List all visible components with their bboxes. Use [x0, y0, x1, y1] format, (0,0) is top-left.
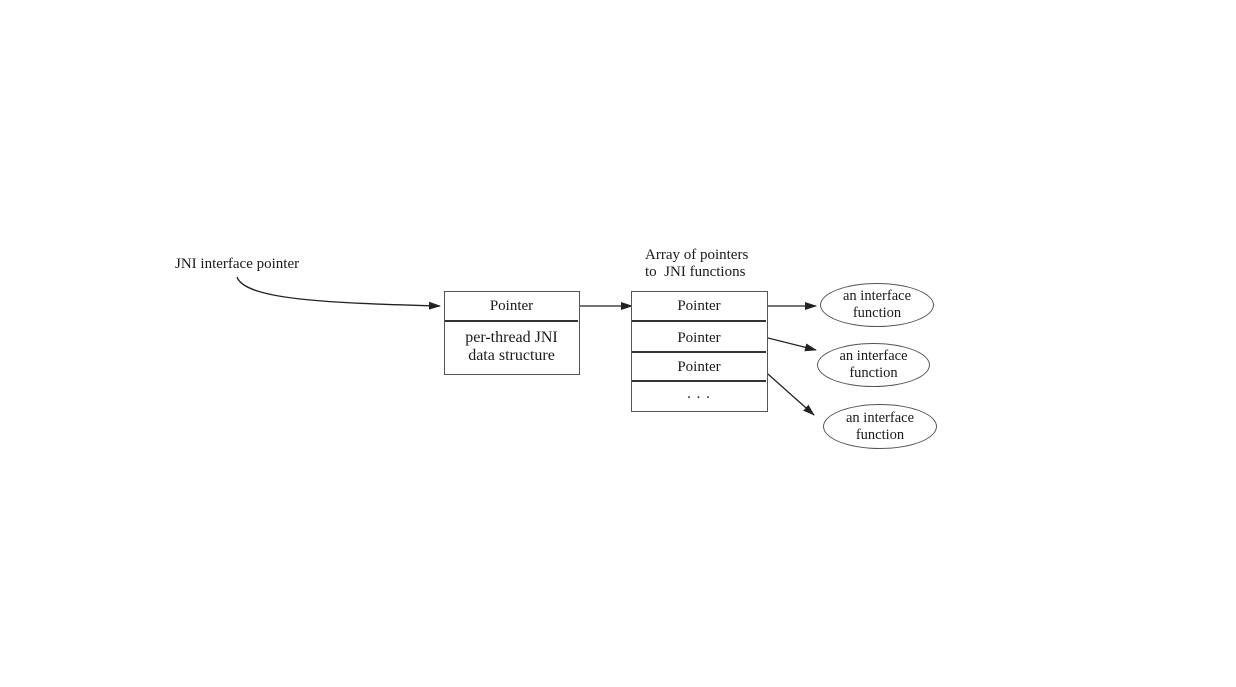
interface-function-1-line1: an interface	[842, 288, 912, 304]
pointer-array-box: Pointer Pointer Pointer . . .	[631, 291, 768, 412]
interface-function-oval-3: an interface function	[823, 404, 937, 449]
per-thread-description: per-thread JNI data structure	[445, 329, 578, 365]
array-title-line1: Array of pointers	[645, 247, 749, 263]
interface-function-oval-1: an interface function	[820, 283, 934, 327]
interface-function-1-line2: function	[852, 305, 902, 321]
array-row-1: Pointer	[632, 292, 766, 322]
array-row2-arrow	[759, 335, 817, 352]
array-row-1-label: Pointer	[677, 298, 721, 314]
per-thread-desc-line2: data structure	[468, 347, 555, 364]
per-thread-structure-box: Pointer per-thread JNI data structure	[444, 291, 580, 375]
array-title-line2: to JNI functions	[645, 264, 746, 280]
interface-function-3-line2: function	[855, 426, 905, 443]
array-title: Array of pointers to JNI functions	[645, 247, 748, 281]
interface-function-2-line1: an interface	[839, 348, 908, 364]
interface-function-3-line1: an interface	[845, 409, 915, 426]
array-ellipsis: . . .	[687, 386, 711, 402]
jni-interface-pointer-label: JNI interface pointer	[175, 256, 300, 272]
per-thread-pointer-label: Pointer	[489, 298, 534, 314]
per-thread-desc-line1: per-thread JNI	[465, 329, 558, 346]
jni-pointer-arrow	[236, 276, 441, 310]
array-ellipsis-row: . . .	[632, 383, 766, 409]
array-row3-arrow	[759, 366, 815, 416]
array-row-3: Pointer	[632, 353, 766, 382]
interface-function-2-line2: function	[849, 365, 898, 381]
interface-function-oval-2: an interface function	[817, 343, 930, 387]
per-thread-pointer-cell: Pointer	[445, 292, 578, 322]
array-row-3-label: Pointer	[677, 359, 721, 375]
array-row-2-label: Pointer	[677, 330, 721, 346]
array-row-2: Pointer	[632, 323, 766, 353]
